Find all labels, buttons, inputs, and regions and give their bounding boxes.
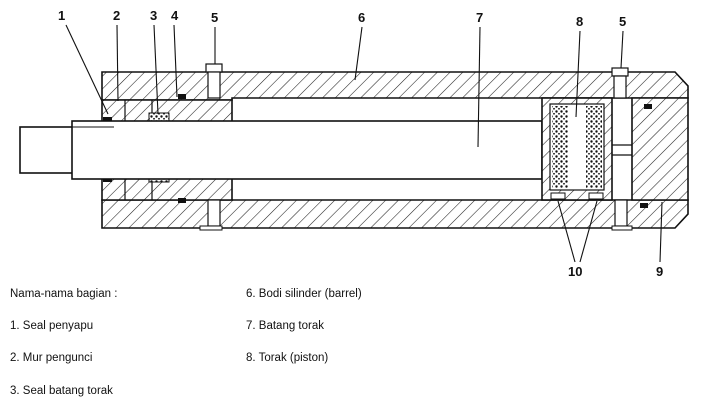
legend-item-8: 8. Torak (piston) [246,352,329,364]
callout-5-left: 5 [211,10,218,25]
callout-1: 1 [58,8,65,23]
callout-8: 8 [576,14,583,29]
callout-labels: 1 2 3 4 5 6 7 8 5 10 9 [58,8,663,279]
legend-item-1: 1. Seal penyapu [10,320,94,332]
callout-6: 6 [358,10,365,25]
callout-9: 9 [656,264,663,279]
legend-heading: Nama-nama bagian : [10,288,118,300]
piston [541,97,632,201]
port-left [199,63,223,231]
legend-item-3: 3. Seal batang torak [10,385,113,397]
piston-rod [19,120,543,180]
legend-item-2: 2. Mur pengunci [10,352,93,364]
barrel-top-wall [101,71,689,101]
callout-5-right: 5 [619,14,626,29]
callout-2: 2 [113,8,120,23]
leader-lines [65,24,663,263]
hydraulic-cylinder-diagram: 1 2 3 4 5 6 7 8 5 10 9 [19,8,689,279]
callout-4: 4 [171,8,179,23]
end-cap [631,97,689,201]
callout-10: 10 [568,264,582,279]
legend-item-6: 6. Bodi silinder (barrel) [246,288,362,300]
barrel-bottom-wall [101,199,689,229]
legend-item-7: 7. Batang torak [246,320,324,332]
callout-7: 7 [476,10,483,25]
callout-3: 3 [150,8,157,23]
port-right [611,67,652,231]
